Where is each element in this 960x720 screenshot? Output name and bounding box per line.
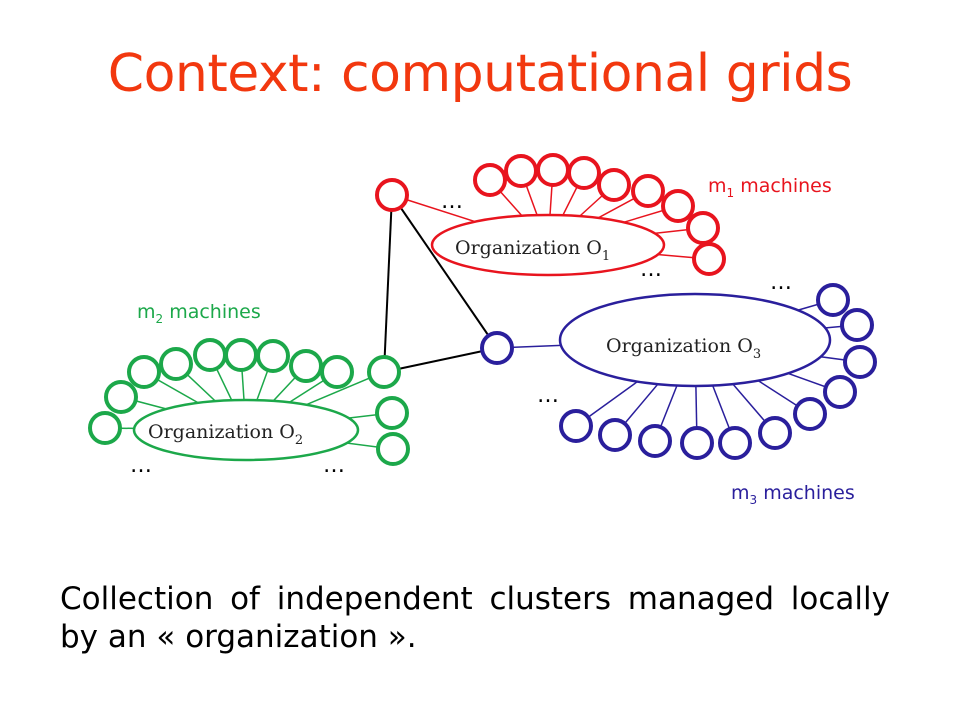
org1-label: Organization O1: [455, 237, 610, 264]
org1-machine-node: [661, 189, 695, 223]
org2-machine-node: [375, 396, 409, 430]
org1-machine-node: [473, 163, 507, 197]
org3-ellipsis-bottom: …: [537, 383, 559, 408]
org3-gateway-node: [480, 331, 514, 365]
org1-ellipse: [430, 213, 666, 277]
org2-ellipse: [132, 398, 360, 462]
org3-ellipsis-top: …: [770, 270, 792, 295]
organization-ellipses: [132, 213, 832, 462]
org2-ellipsis-left: …: [130, 453, 152, 478]
org3-machine-node: [843, 345, 877, 379]
org2-ellipsis-right: …: [323, 453, 345, 478]
link-o1-o3: [391, 194, 498, 349]
org3-machine-node: [823, 375, 857, 409]
org3-machine-node: [758, 416, 792, 450]
org1-machine-count: m1 machines: [708, 175, 832, 200]
org1-ellipsis-left: …: [441, 189, 463, 214]
org1-machine-node: [597, 168, 631, 202]
org2-machine-node: [104, 380, 138, 414]
org3-machine-node: [598, 418, 632, 452]
org2-machine-node: [289, 349, 323, 383]
org1-machine-node: [631, 174, 665, 208]
org2-machine-node: [256, 339, 290, 373]
org3-machine-node: [638, 424, 672, 458]
org3-machine-node: [816, 283, 850, 317]
link-o2-o3: [383, 347, 498, 373]
org2-label: Organization O2: [148, 421, 303, 448]
org3-label: Organization O3: [606, 335, 761, 362]
org2-gateway-node: [367, 355, 401, 389]
org3-machine-node: [718, 426, 752, 460]
slide-title: Context: computational grids: [107, 44, 853, 104]
org1-gateway-node: [375, 178, 409, 212]
org1-machine-node: [504, 154, 538, 188]
org3-machine-node: [680, 426, 714, 460]
org1-machine-node: [692, 242, 726, 276]
inter-organization-links: [383, 194, 498, 373]
org1-machine-node: [567, 156, 601, 190]
org3-machine-node: [840, 308, 874, 342]
org2-machine-node: [159, 347, 193, 381]
org2-machine-node: [127, 355, 161, 389]
org1-machine-node: [686, 211, 720, 245]
org2-machine-count: m2 machines: [137, 301, 261, 326]
org1-machine-node: [536, 153, 570, 187]
org2-machine-node: [224, 338, 258, 372]
slide-caption: Collection of independent clusters manag…: [60, 581, 890, 655]
org1-ellipsis-right: …: [640, 257, 662, 282]
org2-machine-node: [193, 338, 227, 372]
org3-machine-count: m3 machines: [731, 482, 855, 507]
machine-nodes: [88, 153, 877, 466]
org2-machine-node: [376, 432, 410, 466]
org3-machine-node: [559, 409, 593, 443]
org2-machine-node: [320, 355, 354, 389]
link-o1-o2: [383, 194, 393, 373]
org2-machine-node: [88, 411, 122, 445]
org3-machine-node: [793, 397, 827, 431]
org3-ellipse: [558, 292, 832, 388]
